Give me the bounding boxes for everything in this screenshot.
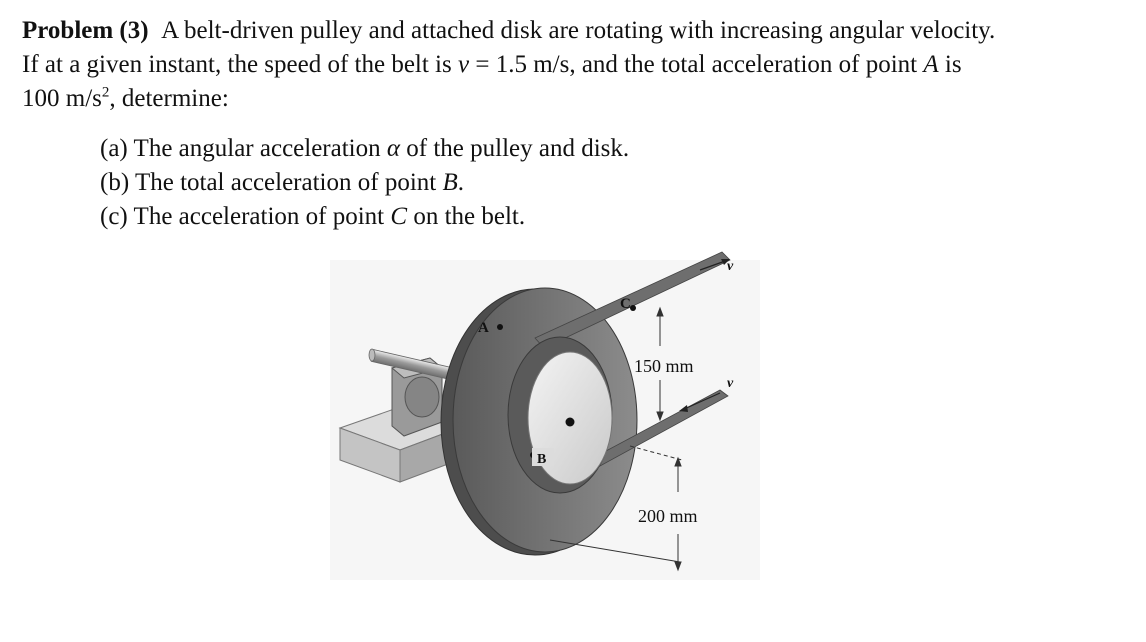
problem-text-2b: = 1.5 m/s, and the total acceleration of… [469, 51, 924, 78]
alpha-symbol: α [386, 135, 400, 162]
point-a-dot [497, 324, 503, 330]
axle-center [565, 417, 575, 427]
label-v-top: v [727, 259, 734, 274]
superscript-2: 2 [101, 84, 110, 101]
part-a-text-end: of the pulley and disk. [400, 135, 630, 162]
part-c-text-end: on the belt. [407, 203, 526, 230]
pulley-figure: A C B v v 150 mm 200 mm [330, 251, 760, 580]
part-a: (a) The angular acceleration α of the pu… [100, 132, 629, 166]
part-c-text: (c) The acceleration of point [100, 203, 391, 230]
dimension-200 [549, 445, 683, 572]
problem-text-3a: 100 m/s [22, 85, 102, 112]
problem-text-1: A belt-driven pulley and attached disk a… [161, 17, 996, 44]
label-v-mid: v [727, 376, 734, 391]
point-a-symbol: A [923, 51, 939, 78]
label-b-box [532, 448, 554, 466]
label-200mm: 200 mm [638, 506, 698, 526]
label-b: B [537, 452, 546, 467]
point-c-symbol: C [390, 203, 408, 230]
problem-line-1: Problem (3) A belt-driven pulley and att… [22, 14, 1132, 48]
part-b-text-end: . [457, 169, 464, 196]
part-c: (c) The acceleration of point C on the b… [100, 200, 629, 234]
problem-parts: (a) The angular acceleration α of the pu… [100, 132, 629, 234]
label-150mm: 150 mm [634, 356, 694, 376]
dimension-150 [656, 306, 664, 422]
part-b-text: (b) The total acceleration of point [100, 169, 443, 196]
problem-line-2: If at a given instant, the speed of the … [22, 48, 1132, 82]
part-b: (b) The total acceleration of point B. [100, 166, 629, 200]
problem-text-2c: is [938, 51, 962, 78]
point-b-symbol: B [442, 169, 458, 196]
label-c: C [620, 296, 631, 312]
label-a: A [478, 320, 489, 336]
part-a-text: (a) The angular acceleration [100, 135, 387, 162]
problem-label: Problem (3) [22, 17, 149, 44]
point-c-dot [630, 305, 636, 311]
problem-line-3: 100 m/s2, determine: [22, 82, 1132, 116]
problem-text-2a: If at a given instant, the speed of the … [22, 51, 458, 78]
problem-text-3b: , determine: [109, 85, 229, 112]
velocity-arrow-top [699, 259, 730, 271]
velocity-arrow-mid [679, 392, 721, 412]
velocity-symbol: v [458, 51, 470, 78]
problem-statement: Problem (3) A belt-driven pulley and att… [22, 14, 1132, 116]
